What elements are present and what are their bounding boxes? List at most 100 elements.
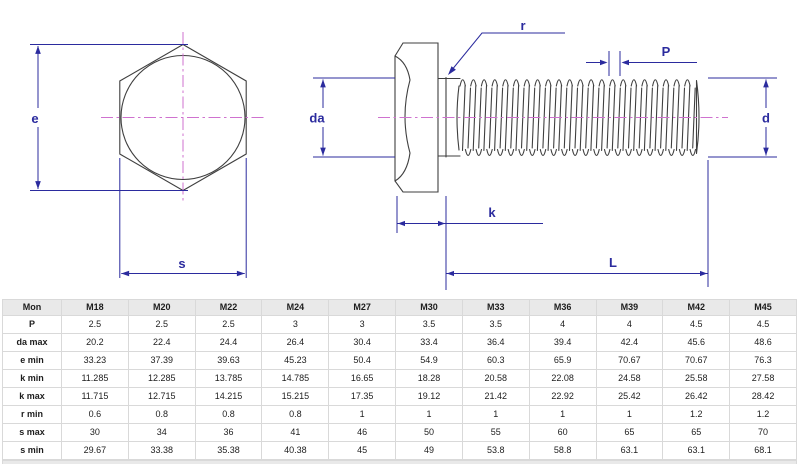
- table-cell: 0.8: [261, 405, 330, 424]
- table-cell: 1.2: [662, 405, 731, 424]
- table-cell: 58.8: [528, 441, 597, 460]
- hex-head-front-view: e s: [27, 32, 264, 278]
- table-cell: 35.38: [194, 441, 263, 460]
- table-cell: 3: [328, 315, 397, 334]
- table-cell: 70.67: [662, 351, 731, 370]
- table-cell: 19.12: [395, 387, 463, 406]
- table-cell: 41: [261, 423, 330, 442]
- shank-neck: [445, 77, 461, 157]
- table-cell: 21.42: [461, 387, 530, 406]
- table-cell: 45.23: [261, 351, 330, 370]
- column-header: M20: [127, 299, 196, 316]
- table-cell: 45: [328, 441, 397, 460]
- column-header: M45: [729, 299, 797, 316]
- table-cell: 49: [395, 441, 463, 460]
- table-cell: 39.63: [194, 351, 263, 370]
- table-cell: 3.5: [395, 315, 463, 334]
- table-cell: 30.4: [328, 333, 397, 352]
- table-cell: 1: [461, 405, 530, 424]
- table-cell: 2.5: [127, 315, 196, 334]
- column-header: M33: [461, 299, 530, 316]
- table-cell: 68.1: [729, 441, 797, 460]
- table-cell: 13.785: [194, 369, 263, 388]
- table-cell: 1: [595, 405, 664, 424]
- column-header: M39: [595, 299, 664, 316]
- row-label: k max: [2, 387, 62, 406]
- table-cell: 14.215: [194, 387, 263, 406]
- row-label: P: [2, 315, 62, 334]
- thread-runout: [456, 85, 460, 151]
- table-cell: 26.4: [261, 333, 330, 352]
- dim-label-e: e: [31, 111, 38, 126]
- table-cell: 54.9: [395, 351, 463, 370]
- table-cell: 17.35: [328, 387, 397, 406]
- table-cell: 25.58: [662, 369, 731, 388]
- table-cell: 2.5: [194, 315, 263, 334]
- table-cell: 3.5: [461, 315, 530, 334]
- table-cell: 46: [328, 423, 397, 442]
- table-cell: 25.42: [595, 387, 664, 406]
- dim-label-p: P: [662, 44, 671, 59]
- bolt-side-view: r P da d k L: [303, 18, 777, 290]
- table-cell: 60.3: [461, 351, 530, 370]
- column-header: M24: [261, 299, 330, 316]
- column-header: M42: [662, 299, 731, 316]
- table-cell: 33.23: [61, 351, 129, 370]
- row-label: s min: [2, 441, 62, 460]
- table-cell: 37.39: [127, 351, 196, 370]
- table-cell: 1: [328, 405, 397, 424]
- table-cell: 11.715: [61, 387, 129, 406]
- table-cell: 76.3: [729, 351, 797, 370]
- column-header: M18: [61, 299, 129, 316]
- table-cell: 14.785: [261, 369, 330, 388]
- row-label: r min: [2, 405, 62, 424]
- table-cell: 26.42: [662, 387, 731, 406]
- table-cell: 22.08: [528, 369, 597, 388]
- dim-label-k: k: [488, 205, 496, 220]
- table-cell: 4: [595, 315, 664, 334]
- bolt-engineering-drawing: e s: [27, 18, 777, 290]
- table-cell: 4.5: [662, 315, 731, 334]
- table-cell: 55: [461, 423, 530, 442]
- dim-label-da: da: [309, 111, 325, 126]
- r-arrowhead: [448, 66, 456, 75]
- table-cell: 60: [528, 423, 597, 442]
- table-cell: 33.4: [395, 333, 463, 352]
- column-header: M22: [194, 299, 263, 316]
- table-cell: 20.2: [61, 333, 129, 352]
- row-label: da max: [2, 333, 62, 352]
- table-cell: 24.4: [194, 333, 263, 352]
- table-cell: 29.67: [61, 441, 129, 460]
- table-cell: 42.4: [595, 333, 664, 352]
- table-cell: 1: [528, 405, 597, 424]
- table-cell: 65.9: [528, 351, 597, 370]
- column-header: M36: [528, 299, 597, 316]
- table-cell: 53.8: [461, 441, 530, 460]
- table-cell: 65: [595, 423, 664, 442]
- cutoff-row: [2, 460, 797, 464]
- column-header: M30: [395, 299, 463, 316]
- table-cell: 3: [261, 315, 330, 334]
- table-cell: 70.67: [595, 351, 664, 370]
- table-cell: 70: [729, 423, 797, 442]
- table-cell: 27.58: [729, 369, 797, 388]
- table-cell: 0.8: [194, 405, 263, 424]
- row-label: e min: [2, 351, 62, 370]
- dim-label-s: s: [178, 256, 185, 271]
- row-label: k min: [2, 369, 62, 388]
- dim-label-l: L: [609, 255, 617, 270]
- table-cell: 36.4: [461, 333, 530, 352]
- table-cell: 45.6: [662, 333, 731, 352]
- head-facet-arcs: [394, 55, 411, 182]
- table-cell: 48.6: [729, 333, 797, 352]
- table-cell: 18.28: [395, 369, 463, 388]
- table-cell: 4.5: [729, 315, 797, 334]
- table-cell: 39.4: [528, 333, 597, 352]
- table-cell: 1: [395, 405, 463, 424]
- table-cell: 15.215: [261, 387, 330, 406]
